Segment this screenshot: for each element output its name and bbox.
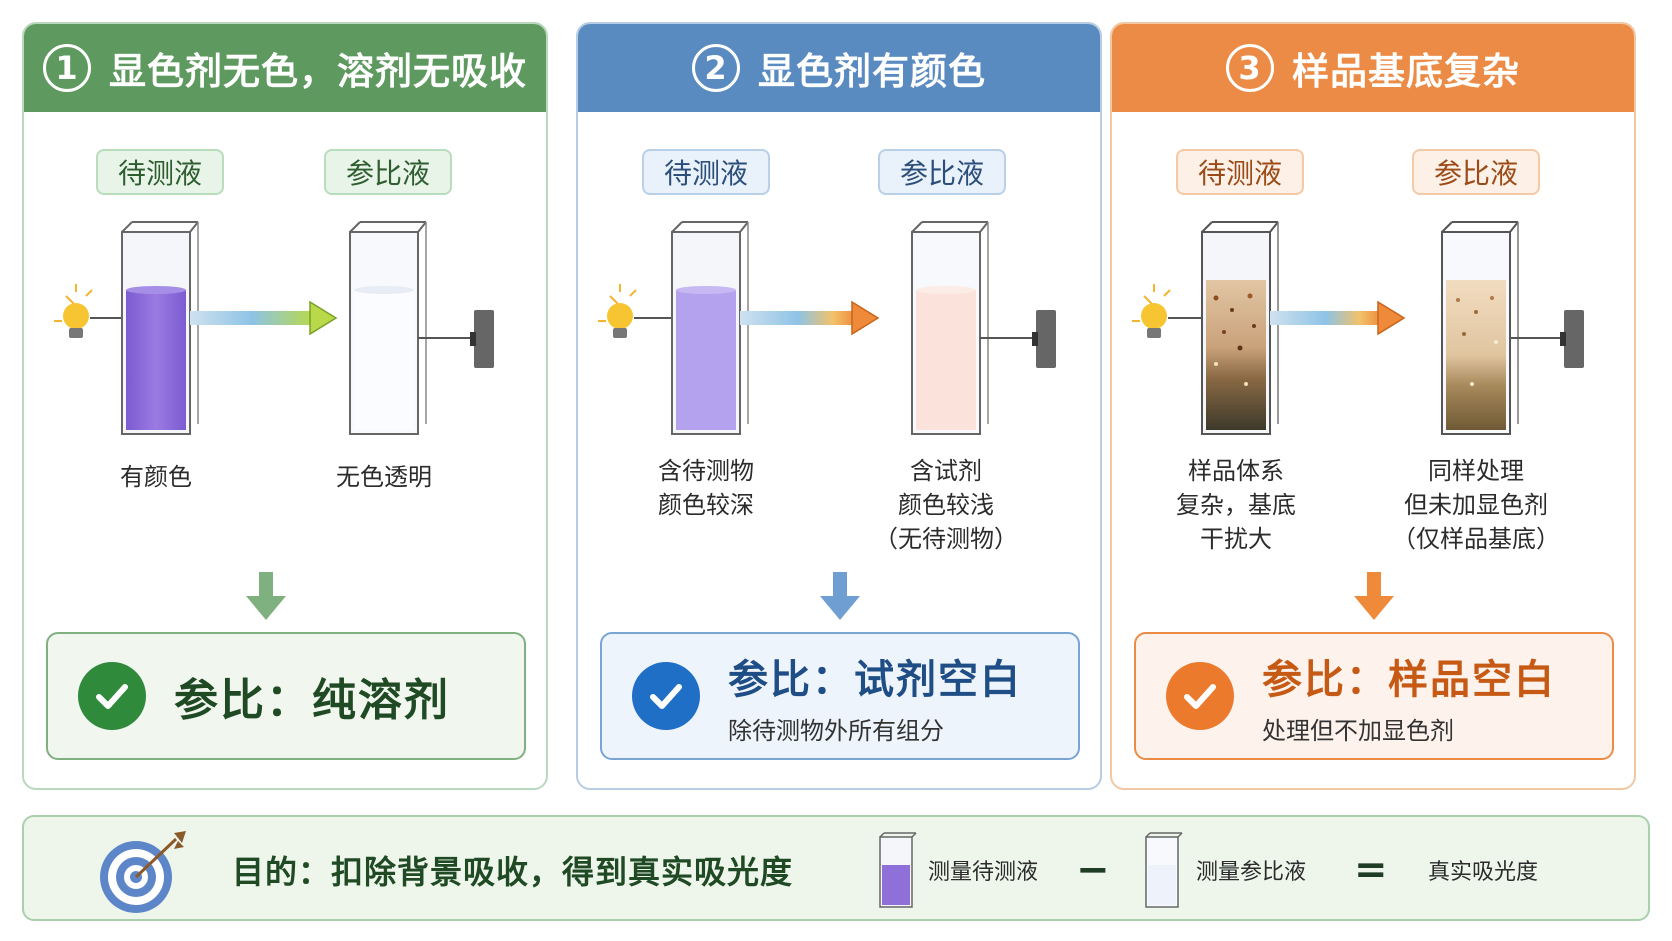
reference-caption: 无色透明 [336, 463, 432, 491]
light-beam-arrow [1270, 300, 1406, 336]
sample-cuvette [1201, 221, 1279, 435]
result-title: 参比：样品空白 [1262, 656, 1556, 703]
equals-sign: = [1354, 847, 1388, 893]
sample-caption: 样品体系 复杂，基底 干扰大 [1176, 457, 1296, 553]
panel-2-scene [598, 221, 1056, 435]
result-box: 参比：纯溶剂 [46, 632, 526, 760]
checkmark-icon [1166, 662, 1234, 730]
reference-cuvette [911, 221, 989, 435]
sample-tag: 待测液 [1176, 149, 1304, 195]
detector-icon [470, 310, 494, 368]
panel-2-header: 2 显色剂有颜色 [578, 24, 1100, 112]
checkmark-icon [78, 662, 146, 730]
result-title: 参比：试剂空白 [728, 656, 1022, 703]
panel-2-number: 2 [692, 44, 740, 92]
sample-cuvette-icon [879, 832, 917, 908]
sample-caption: 有颜色 [120, 463, 192, 491]
detector-icon [1032, 310, 1056, 368]
sample-cuvette [121, 221, 199, 435]
detector-icon [1560, 310, 1584, 368]
result-box: 参比：试剂空白 除待测物外所有组分 [600, 632, 1080, 760]
panel-3-number: 3 [1226, 44, 1274, 92]
light-bulb-icon [54, 284, 93, 338]
light-beam-arrow [740, 300, 880, 336]
reference-tag: 参比液 [878, 149, 1006, 195]
down-arrow-icon [246, 572, 286, 620]
measure-sample-label: 测量待测液 [928, 860, 1039, 885]
sample-caption: 含待测物 颜色较深 [658, 457, 754, 519]
measure-reference-label: 测量参比液 [1196, 860, 1307, 885]
purpose-bar: 目的：扣除背景吸收，得到真实吸光度 测量待测液 − 测量参比液 = 真实吸光度 [22, 815, 1650, 921]
panel-3-title: 样品基底复杂 [1292, 50, 1520, 93]
panel-2-title: 显色剂有颜色 [758, 50, 986, 93]
reference-cuvette [349, 221, 427, 435]
true-absorbance-label: 真实吸光度 [1428, 860, 1539, 885]
sample-tag: 待测液 [96, 149, 224, 195]
panel-2: 2 显色剂有颜色 待测液 参比液 [576, 22, 1102, 790]
purpose-text: 目的：扣除背景吸收，得到真实吸光度 [232, 853, 794, 891]
reference-tag: 参比液 [1412, 149, 1540, 195]
reference-caption: 同样处理 但未加显色剂 （仅样品基底） [1392, 457, 1560, 553]
down-arrow-icon [1354, 572, 1394, 620]
result-subtitle: 处理但不加显色剂 [1262, 716, 1454, 745]
reference-tag: 参比液 [324, 149, 452, 195]
panel-1-number: 1 [43, 44, 91, 92]
panel-1-title: 显色剂无色，溶剂无吸收 [109, 50, 527, 93]
panel-1-header: 1 显色剂无色，溶剂无吸收 [24, 24, 546, 112]
panel-3: 3 样品基底复杂 待测液 参比液 [1110, 22, 1636, 790]
light-beam-arrow [190, 300, 338, 336]
panel-3-scene [1132, 221, 1584, 435]
minus-sign: − [1076, 847, 1110, 893]
light-bulb-icon [1132, 284, 1171, 338]
result-subtitle: 除待测物外所有组分 [728, 716, 944, 745]
reference-cuvette-icon [1145, 832, 1183, 908]
light-bulb-icon [598, 284, 637, 338]
sample-tag: 待测液 [642, 149, 770, 195]
panel-1: 1 显色剂无色，溶剂无吸收 待测液 参比液 [22, 22, 548, 790]
target-icon [100, 831, 186, 913]
reference-cuvette [1441, 221, 1519, 435]
panel-3-header: 3 样品基底复杂 [1112, 24, 1634, 112]
reference-caption: 含试剂 颜色较浅 （无待测物） [874, 457, 1018, 553]
result-title: 参比：纯溶剂 [174, 675, 450, 726]
sample-cuvette [671, 221, 749, 435]
down-arrow-icon [820, 572, 860, 620]
result-box: 参比：样品空白 处理但不加显色剂 [1134, 632, 1614, 760]
checkmark-icon [632, 662, 700, 730]
panel-1-scene [54, 221, 494, 435]
